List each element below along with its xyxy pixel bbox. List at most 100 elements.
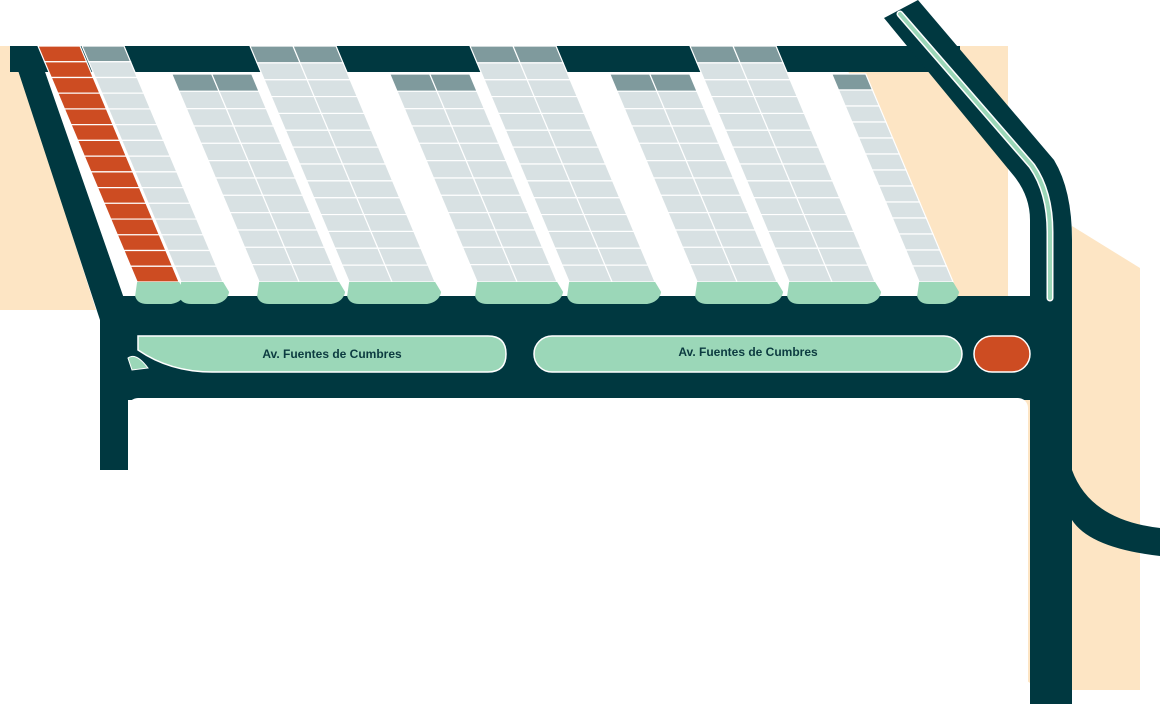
lot-block-8-col-2-row-8[interactable] — [781, 163, 834, 182]
lot-block-2-col-1-row-9[interactable] — [133, 171, 185, 189]
lot-block-4-col-2-row-6[interactable] — [327, 129, 380, 148]
lot-block-3-col-1-row-11[interactable] — [243, 246, 293, 266]
lot-block-7-col-2-row-2[interactable] — [656, 90, 706, 110]
lot-block-2-col-1-row-13[interactable] — [160, 234, 211, 252]
lot-block-7-col-2-row-6[interactable] — [685, 160, 735, 179]
lot-block-3-col-2-row-5[interactable] — [239, 142, 290, 162]
lot-block-9-col-1-row-9[interactable] — [884, 201, 928, 219]
lot-block-5-col-1-row-1[interactable] — [388, 73, 438, 92]
lot-block-1-col-1-row-8[interactable] — [83, 155, 134, 173]
lot-block-6-col-2-row-13[interactable] — [597, 247, 649, 266]
lot-block-6-col-1-row-6[interactable] — [504, 129, 557, 148]
lot-block-2-col-1-row-15[interactable] — [173, 265, 225, 283]
lot-block-8-col-1-row-9[interactable] — [745, 180, 798, 199]
median-west[interactable] — [137, 335, 507, 373]
lot-block-6-col-1-row-4[interactable] — [490, 95, 543, 115]
lot-block-4-col-2-row-3[interactable] — [306, 79, 359, 98]
lot-block-5-col-1-row-5[interactable] — [417, 142, 468, 162]
lot-block-6-col-2-row-7[interactable] — [554, 146, 607, 165]
lot-block-6-col-2-row-3[interactable] — [526, 79, 579, 98]
lot-block-6-col-2-row-9[interactable] — [568, 180, 621, 199]
lot-block-3-col-2-row-6[interactable] — [247, 160, 297, 179]
lot-block-6-col-2-row-2[interactable] — [519, 62, 572, 81]
lot-block-3-col-2-row-3[interactable] — [225, 108, 275, 127]
lot-block-4-col-2-row-8[interactable] — [341, 163, 394, 182]
lot-block-6-col-2-row-8[interactable] — [561, 163, 614, 182]
lot-block-6-col-1-row-8[interactable] — [518, 163, 571, 182]
lot-block-9-col-1-row-5[interactable] — [857, 137, 901, 155]
lot-block-6-col-2-row-12[interactable] — [589, 230, 642, 249]
lot-block-1-col-1-row-15[interactable] — [129, 265, 181, 283]
lot-block-6-col-1-row-3[interactable] — [483, 79, 536, 98]
lot-block-6-col-2-row-14[interactable] — [604, 264, 657, 283]
lot-block-7-col-1-row-6[interactable] — [645, 160, 695, 179]
lot-block-9-col-1-row-1[interactable] — [830, 73, 874, 91]
lot-block-7-col-1-row-10[interactable] — [674, 229, 724, 248]
lot-block-1-col-1-row-5[interactable] — [63, 108, 114, 126]
lot-block-9-col-1-row-12[interactable] — [904, 249, 948, 267]
lot-block-1-col-1-row-4[interactable] — [56, 92, 108, 110]
lot-block-8-col-1-row-4[interactable] — [710, 95, 763, 115]
lot-block-6-col-2-row-11[interactable] — [582, 213, 635, 233]
lot-block-1-col-1-row-12[interactable] — [109, 218, 161, 236]
lot-block-6-col-2-row-4[interactable] — [533, 95, 586, 115]
lot-block-7-col-2-row-11[interactable] — [721, 246, 771, 266]
lot-block-4-col-2-row-10[interactable] — [355, 197, 408, 216]
lot-block-3-col-2-row-4[interactable] — [232, 125, 282, 144]
lot-block-1-col-1-row-9[interactable] — [89, 171, 141, 189]
lot-block-1-col-1-row-2[interactable] — [43, 61, 95, 79]
lot-block-2-col-1-row-2[interactable] — [87, 61, 139, 79]
lot-block-4-col-1-row-12[interactable] — [326, 230, 379, 249]
lot-block-2-col-1-row-12[interactable] — [153, 218, 205, 236]
lot-block-7-col-1-row-7[interactable] — [652, 177, 702, 196]
lot-block-7-col-2-row-5[interactable] — [677, 142, 728, 162]
lot-block-5-col-2-row-9[interactable] — [487, 212, 537, 231]
lot-block-7-col-2-row-1[interactable] — [648, 73, 698, 92]
lot-block-3-col-2-row-11[interactable] — [283, 246, 333, 266]
lot-block-5-col-1-row-8[interactable] — [439, 194, 489, 214]
lot-block-5-col-2-row-3[interactable] — [443, 108, 493, 127]
lot-block-6-col-2-row-1[interactable] — [512, 45, 564, 64]
lot-block-3-col-1-row-9[interactable] — [229, 212, 279, 231]
lot-block-5-col-2-row-10[interactable] — [494, 229, 544, 248]
lot-block-3-col-2-row-7[interactable] — [254, 177, 304, 196]
lot-block-9-col-1-row-2[interactable] — [837, 89, 881, 107]
lot-block-1-col-1-row-7[interactable] — [76, 139, 128, 157]
lot-block-3-col-2-row-9[interactable] — [269, 212, 319, 231]
lot-block-6-col-2-row-5[interactable] — [540, 112, 593, 131]
lot-block-2-col-1-row-1[interactable] — [81, 45, 132, 63]
lot-block-4-col-1-row-7[interactable] — [291, 146, 344, 165]
lot-block-4-col-2-row-9[interactable] — [348, 180, 401, 199]
lot-block-8-col-2-row-14[interactable] — [824, 264, 877, 283]
lot-block-5-col-2-row-5[interactable] — [457, 142, 508, 162]
lot-block-5-col-1-row-12[interactable] — [468, 264, 519, 283]
lot-block-7-col-1-row-1[interactable] — [608, 73, 658, 92]
lot-block-3-col-2-row-10[interactable] — [276, 229, 326, 248]
lot-block-7-col-2-row-4[interactable] — [670, 125, 720, 144]
lot-block-2-col-1-row-6[interactable] — [114, 124, 165, 141]
lot-block-5-col-2-row-8[interactable] — [479, 194, 529, 214]
lot-block-3-col-1-row-8[interactable] — [221, 194, 271, 214]
lot-block-8-col-1-row-1[interactable] — [689, 45, 741, 64]
lot-block-9-col-1-row-4[interactable] — [851, 121, 894, 139]
lot-block-5-col-2-row-6[interactable] — [465, 160, 515, 179]
lot-block-4-col-1-row-4[interactable] — [270, 95, 323, 115]
lot-block-3-col-1-row-6[interactable] — [207, 160, 257, 179]
lot-block-5-col-2-row-2[interactable] — [436, 90, 486, 110]
lot-block-3-col-1-row-10[interactable] — [236, 229, 286, 248]
roundabout-island[interactable] — [973, 335, 1031, 373]
lot-block-3-col-1-row-5[interactable] — [199, 142, 250, 162]
lot-block-3-col-1-row-4[interactable] — [192, 125, 242, 144]
lot-block-7-col-2-row-3[interactable] — [663, 108, 713, 127]
lot-block-3-col-2-row-12[interactable] — [290, 264, 341, 283]
lot-block-8-col-1-row-7[interactable] — [731, 146, 784, 165]
lot-block-8-col-2-row-5[interactable] — [760, 112, 813, 131]
lot-block-9-col-1-row-3[interactable] — [844, 105, 887, 123]
lot-block-8-col-1-row-12[interactable] — [766, 230, 819, 249]
lot-block-5-col-1-row-10[interactable] — [454, 229, 504, 248]
lot-block-1-col-1-row-6[interactable] — [70, 124, 121, 141]
lot-block-4-col-1-row-13[interactable] — [334, 247, 386, 266]
lot-block-4-col-1-row-8[interactable] — [298, 163, 351, 182]
lot-block-6-col-1-row-7[interactable] — [511, 146, 564, 165]
lot-block-4-col-1-row-14[interactable] — [341, 264, 394, 283]
